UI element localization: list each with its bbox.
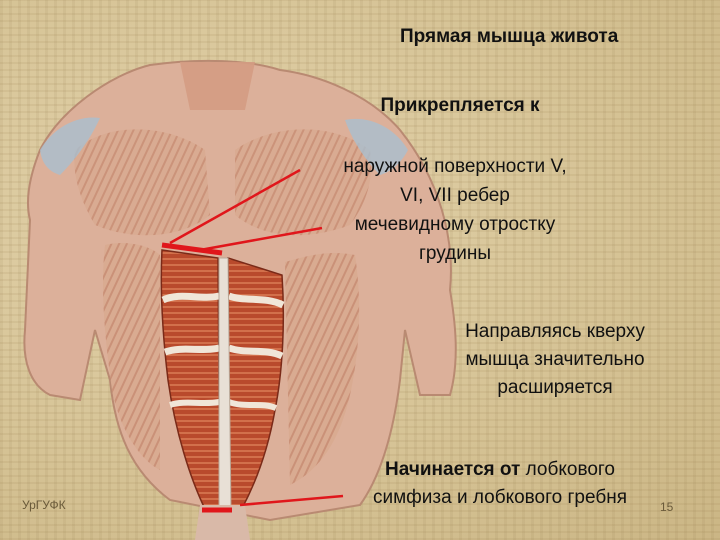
attachment-line: грудины xyxy=(418,243,491,264)
direction-line: Направляясь кверху xyxy=(465,321,645,342)
attachment-description: наружной поверхности V, VI, VII ребер ме… xyxy=(300,152,610,268)
origin-description: Начинается от лобкового симфиза и лобков… xyxy=(330,456,670,512)
pubic-region xyxy=(195,505,250,540)
page-number: 15 xyxy=(660,500,674,514)
origin-line-1-rest: лобкового xyxy=(520,459,615,480)
oblique-left xyxy=(102,243,160,470)
neck xyxy=(180,62,255,110)
direction-line: мышца значительно xyxy=(465,349,645,370)
shoulder-tendon-right xyxy=(345,118,408,175)
direction-description: Направляясь кверху мышца значительно рас… xyxy=(420,318,690,402)
origin-bold-label: Начинается от xyxy=(385,459,521,480)
oblique-right xyxy=(285,252,360,485)
pointer-line-rib xyxy=(169,168,301,245)
attachment-line: VI, VII ребер xyxy=(400,185,510,206)
shoulder-tendon-left xyxy=(40,117,100,175)
slide-title: Прямая мышца живота xyxy=(400,26,619,47)
pectoral-right xyxy=(235,129,372,236)
attachment-line: наружной поверхности V, xyxy=(343,156,567,177)
marker-rib-attachment xyxy=(161,242,223,256)
pointer-line-xiphoid xyxy=(199,226,323,252)
attachment-heading: Прикрепляется к xyxy=(380,95,540,116)
pectoral-left xyxy=(74,129,210,236)
rectus-abdominis-left xyxy=(160,249,221,516)
rectus-abdominis-right xyxy=(227,256,285,513)
origin-line-2: симфиза и лобкового гребня xyxy=(372,487,628,508)
direction-line: расширяется xyxy=(497,377,613,398)
origin-line-1: Начинается от лобкового xyxy=(330,456,670,484)
footer-organization: УрГУФК xyxy=(22,498,66,512)
attachment-line: мечевидному отростку xyxy=(354,214,556,235)
pointer-line-pubic xyxy=(239,494,344,507)
